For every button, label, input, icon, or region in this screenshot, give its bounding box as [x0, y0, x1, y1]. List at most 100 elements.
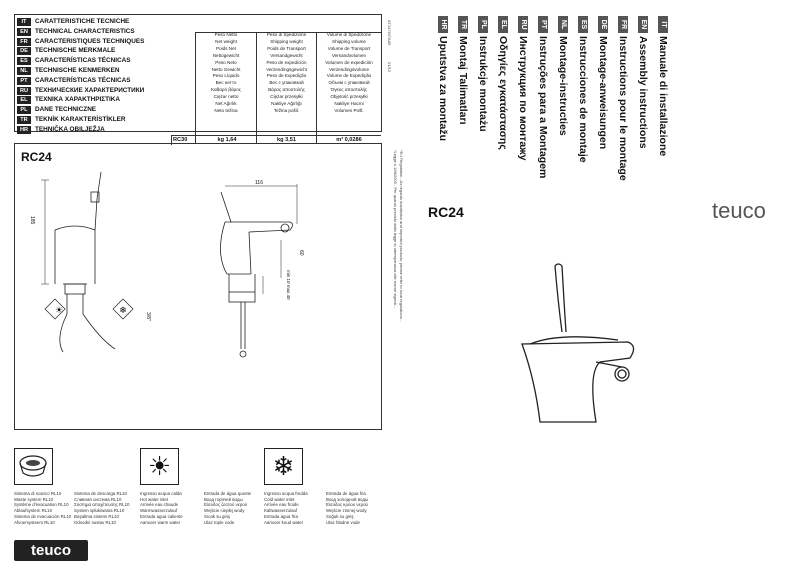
spec-column-entry: Peso di Spedizione [266, 32, 307, 37]
language-code-badge: HR [17, 125, 31, 134]
inlet-label-line: Entrada agua caliente [140, 513, 183, 519]
spec-column-entry: Objętość przesyłki [330, 94, 368, 100]
language-code-badge: FR [17, 37, 31, 46]
spec-column-entry: Volume de Expedição [326, 73, 372, 79]
inlet-label-line: Сливная система RL10 [74, 496, 122, 502]
spec-row: DE TECHNISCHE MERKMALE [17, 46, 116, 56]
dim-height: 185 [29, 216, 35, 225]
snowflake-icon: ❄ [119, 305, 127, 315]
spec-column-entry: Versandgewicht [270, 52, 303, 58]
inlet-label-line: Odvodni sustav RL10 [74, 519, 116, 525]
inlet-label-line: Σύστημα αποχέτευσης RL10 [74, 502, 130, 508]
language-code-badge: HR [438, 16, 449, 33]
language-code-badge: DE [17, 47, 31, 56]
spec-column-entry: Volumen de expedición [325, 59, 373, 65]
manual-title-row: ES Instrucciones de montaje [574, 16, 592, 163]
spec-row-label: CARACTERÍSTICAS TÉCNICAS [35, 57, 131, 65]
inlet-label-line: Wejście ciepłej wody [204, 508, 245, 514]
language-code-badge: IT [658, 16, 669, 33]
spec-row: ES CARACTERÍSTICAS TÉCNICAS [17, 56, 131, 66]
manual-title-text: Инструкция по монтажу [517, 36, 530, 161]
language-code-badge: ES [17, 57, 31, 66]
doc-code: AT147637A69 [387, 20, 392, 46]
snowflake-icon: ❄ [272, 451, 295, 481]
manual-title-text: Assembly instructions [637, 36, 650, 149]
spec-column-entry: Peso Netto [214, 32, 238, 37]
language-code-badge: ES [578, 16, 589, 33]
spec-column-entry: Verzendingsgewicht [266, 66, 307, 72]
language-code-badge: PL [17, 106, 31, 115]
waste-system-icon-box [14, 448, 53, 485]
drain-icon [19, 455, 47, 477]
spec-row-label: TECHNISCHE MERKMALE [35, 47, 116, 55]
language-code-badge: PT [538, 16, 549, 33]
spec-column-entry: Nakliye Hacmi [334, 101, 364, 107]
manual-title-text: Instructions pour le montage [617, 36, 630, 181]
spec-column-entry: Όγκος αποστολής [330, 87, 368, 93]
manual-title-text: Instrukcje montażu [477, 36, 490, 132]
language-code-badge: EN [638, 16, 649, 33]
spec-column-entry: Вес нетто [215, 80, 237, 86]
inlet-label-line: Entrada de água quente [204, 491, 252, 496]
spec-column-entry: Объем с упаковкой [328, 80, 370, 86]
language-code-badge: IT [17, 18, 31, 26]
spec-row-label: TECHNISCHE KENMERKEN [35, 67, 120, 74]
spec-column-entry: Peso de expedición [266, 59, 307, 65]
inlet-label-line: Είσοδος ζεστού νερού [204, 502, 248, 508]
inlet-label-line: Waste system RL10 [14, 496, 54, 502]
spec-row-label: TEHNIČKA OBILJEŽJA [35, 125, 105, 133]
spec-column-entry: Volume de Transport [327, 45, 371, 51]
inlet-label-line: Ingresso acqua calda [140, 491, 182, 496]
manual-title-text: Instrucciones de montaje [577, 36, 590, 163]
spec-row-label: ТЕХНИЧЕСКИЕ ХАРАКТЕРИСТИКИ [35, 86, 145, 94]
manual-title-text: Montage-anweisungen [597, 36, 610, 150]
spec-column-entry: Вес с упаковкой [269, 80, 304, 86]
manual-title-row: HRUputstva za montažu [434, 16, 452, 141]
shipping-weight-value: kg 3,51 [277, 137, 296, 143]
spec-column-entry: Nakliye Ağırlığı [271, 101, 302, 107]
inlet-label-line: Entrada agua fría [264, 513, 298, 519]
manual-title-text: Οδηγίες εγκατάστασης [497, 36, 510, 150]
language-code-badge: RU [17, 86, 31, 95]
inlet-label-line: Ingresso acqua fredda [264, 491, 308, 496]
faucet-technical-drawing: ☀ ❄ [41, 171, 298, 358]
manual-title-row: PLInstrukcje montażu [474, 16, 492, 132]
language-code-badge: TR [17, 116, 31, 124]
language-code-badge: FR [618, 16, 629, 33]
spec-column-entry: Ciężar przesyłki [270, 94, 303, 100]
inlet-label-line: Wejście zimnej wody [326, 508, 367, 514]
inlet-label-line: Cold water inlet [264, 496, 295, 502]
inlet-label-line: Arrivée eau chaude [140, 502, 179, 508]
spec-column-entry: Neto težina [214, 107, 238, 113]
inlet-label-line: Sistema di scarico RL10 [14, 491, 62, 496]
inlet-label-line: Ablaufsystem RL10 [14, 508, 53, 514]
cold-water-icon-box: ❄ [264, 448, 303, 485]
spec-column-entry: Težina pošil. [273, 107, 300, 113]
spec-row-label: CARATTERISTICHE TECNICHE [35, 18, 130, 25]
inlet-label-line: Entrada de água fria [326, 491, 366, 496]
spec-column-entry: Volume di Spedizione [326, 32, 372, 37]
manual-title-text: Instruções para a Montagem [537, 36, 550, 179]
net-weight-value: kg 1,64 [217, 137, 237, 143]
manual-title-row: ITManuale di installazione [654, 16, 672, 156]
spec-column-entry: Peso de Expedição [266, 73, 307, 79]
spec-column-entry: Poids de Transport [267, 45, 306, 51]
spec-divider [316, 32, 317, 144]
spec-column-entry: Versandvolumen [331, 52, 367, 58]
language-code-badge: EL [17, 96, 31, 105]
spec-column-entry: Shipping weight [270, 38, 303, 44]
spec-top-line [195, 32, 381, 33]
spec-divider [195, 32, 196, 144]
dimension-drawing-panel: RC24 [14, 143, 382, 430]
manual-title-row: DEMontage-anweisungen [594, 16, 612, 149]
spec-values-row: RC30 kg 1,64 kg 3,51 m³ 0,0286 [171, 135, 381, 145]
inlet-label-line: Afvoersysteem RL10 [14, 519, 55, 525]
